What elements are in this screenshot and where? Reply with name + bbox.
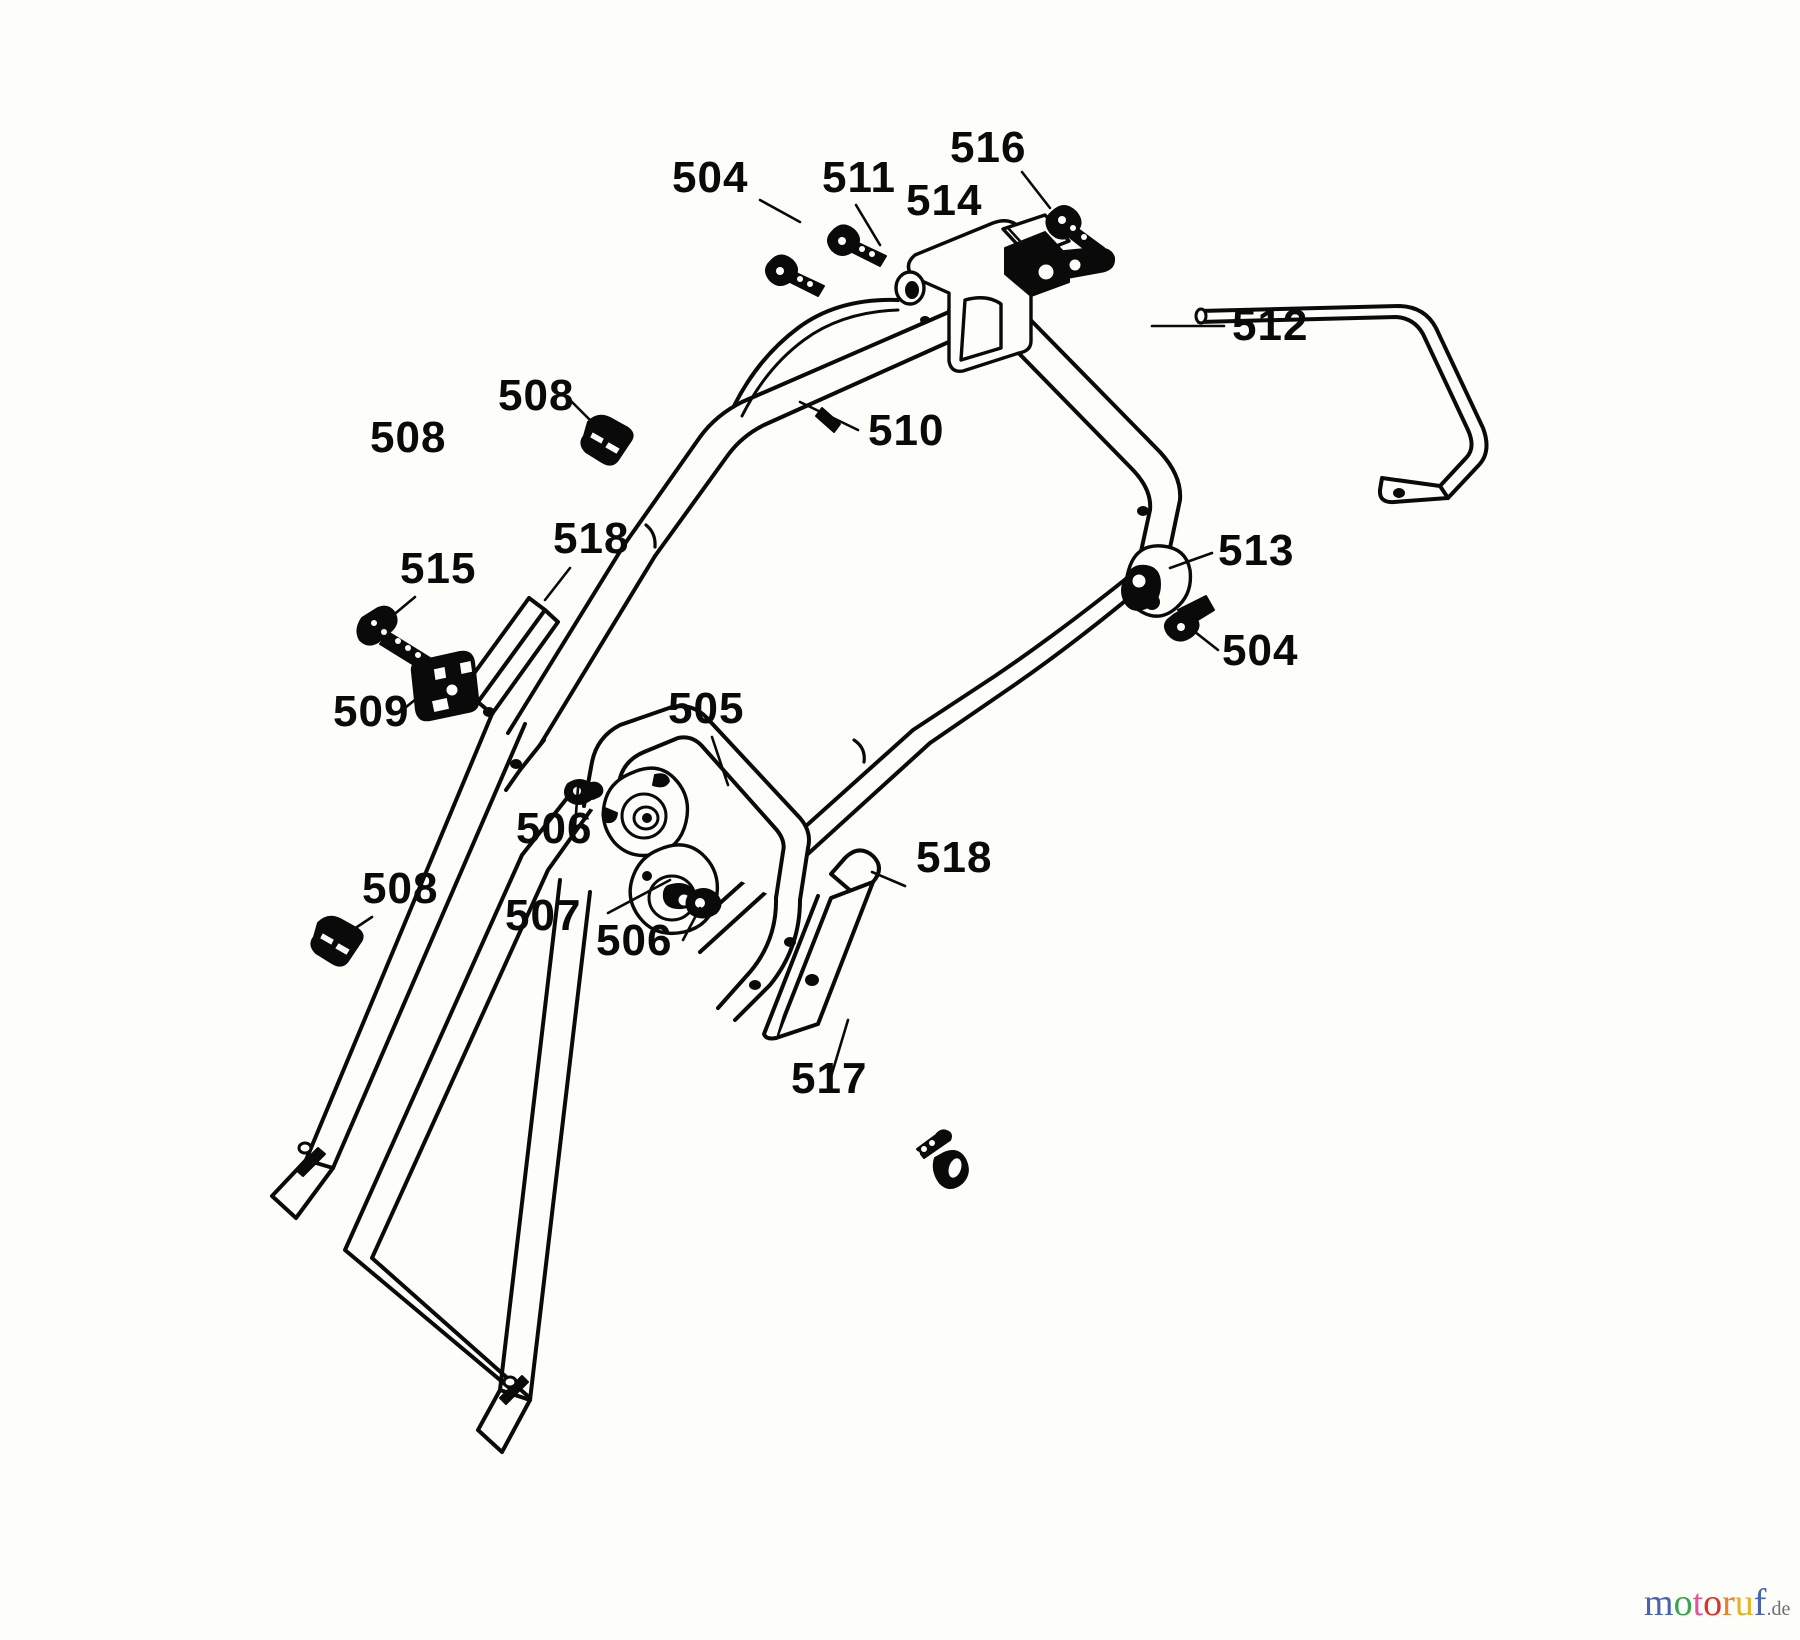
callout-number: 518	[916, 833, 992, 882]
callout-number: 518	[553, 514, 629, 563]
part-510-upper-handle-bar	[506, 296, 1183, 954]
callout-508: 508	[343, 864, 438, 937]
part-504-screw-a	[827, 224, 887, 267]
bail-end-hole	[1393, 488, 1405, 498]
callout-518: 518	[543, 514, 629, 602]
part-506-knob-bolt-lower	[685, 888, 722, 919]
leader-line	[758, 198, 802, 224]
part-517-knob-screw	[914, 1129, 969, 1189]
leader-line	[1168, 551, 1214, 570]
callout-number: 514	[906, 176, 982, 225]
leader-line	[398, 684, 434, 714]
callout-508: 508	[370, 413, 446, 462]
grip-dimple	[805, 974, 819, 986]
leader-line	[798, 400, 860, 432]
callout-number: 512	[1232, 301, 1308, 350]
leader-line	[710, 735, 730, 787]
leader-line	[383, 595, 417, 624]
callout-number: 506	[516, 804, 592, 853]
part-508-cable-clip-bottom	[310, 915, 364, 967]
watermark-letter: o	[1673, 1582, 1693, 1624]
callout-517: 517	[791, 1018, 867, 1103]
callout-509: 509	[333, 684, 434, 736]
handle-rail-left-inner	[343, 738, 600, 1454]
part-506-knob-bolt-upper	[564, 779, 604, 805]
callout-number: 511	[822, 153, 896, 202]
watermark-letter: t	[1692, 1582, 1704, 1624]
leader-line	[854, 203, 882, 247]
handle-rail-left-outer	[270, 712, 527, 1220]
part-508-cable-clip-mid	[580, 414, 634, 466]
watermark-letter: o	[1703, 1582, 1723, 1624]
callout-513: 513	[1168, 526, 1294, 575]
part-504-screw-c	[1164, 595, 1215, 642]
callout-505: 505	[668, 684, 744, 787]
leader-line	[828, 1018, 850, 1082]
leader-line	[1020, 170, 1052, 210]
callout-number: 508	[498, 371, 574, 420]
handle-hole-c	[1137, 506, 1149, 516]
callout-510: 510	[798, 400, 944, 455]
leader-line	[568, 398, 600, 430]
callout-number: 507	[505, 891, 581, 940]
part-515-hex-bolt	[356, 605, 431, 671]
motoruf-watermark: motoruf.de	[1644, 1584, 1790, 1622]
callout-number: 508	[362, 864, 438, 913]
callout-number: 516	[950, 123, 1026, 172]
rail-dimple-2	[510, 759, 522, 769]
watermark-letter: r	[1722, 1582, 1735, 1624]
leader-line	[606, 878, 672, 915]
callout-number: 508	[370, 413, 446, 462]
callout-number: 513	[1218, 526, 1294, 575]
rail-dimple-1	[483, 707, 495, 717]
watermark-letters: motoruf	[1644, 1582, 1766, 1624]
callout-number: 506	[596, 916, 672, 965]
part-507-height-adjust-dial-upper	[601, 766, 690, 858]
part-514-cable-retainer	[1027, 247, 1116, 283]
callout-518: 518	[870, 833, 992, 888]
callout-number: 504	[672, 153, 748, 202]
leader-line	[343, 915, 374, 937]
callout-number: 517	[791, 1054, 867, 1103]
part-518-grip-sleeve-lower	[762, 848, 881, 1041]
callout-number: 504	[1222, 626, 1298, 675]
callout-515: 515	[383, 544, 476, 624]
callout-number: 515	[400, 544, 476, 593]
leader-line	[681, 906, 702, 942]
callout-number: 505	[668, 684, 744, 733]
part-504-screw-b	[765, 254, 825, 297]
watermark-suffix: .de	[1766, 1598, 1791, 1620]
callout-511: 511	[822, 153, 896, 247]
leader-line	[1006, 226, 1032, 254]
callout-508: 508	[498, 371, 600, 430]
callout-number: 510	[868, 406, 944, 455]
callout-504: 504	[1188, 626, 1298, 675]
watermark-letter: u	[1734, 1582, 1754, 1624]
callout-512: 512	[1150, 301, 1308, 350]
handle-hole-a	[920, 316, 930, 324]
callout-506: 506	[596, 906, 702, 965]
callout-504: 504	[672, 153, 802, 224]
part-513-bail-pivot-bracket	[1121, 544, 1193, 618]
leader-line	[1188, 626, 1220, 652]
part-512-control-bail-lever	[1194, 304, 1489, 505]
watermark-letter: m	[1644, 1582, 1674, 1624]
part-511-switch-box	[894, 213, 1071, 373]
leader-line	[543, 566, 572, 602]
leader-line	[870, 870, 907, 888]
callout-number: 509	[333, 687, 409, 736]
leader-line	[573, 786, 580, 828]
callout-514: 514	[906, 176, 1032, 254]
part-509-clamp-bracket	[410, 650, 480, 722]
callout-516: 516	[950, 123, 1052, 210]
callout-506: 506	[516, 786, 592, 853]
callout-507: 507	[505, 878, 672, 940]
watermark-letter: f	[1753, 1582, 1767, 1624]
